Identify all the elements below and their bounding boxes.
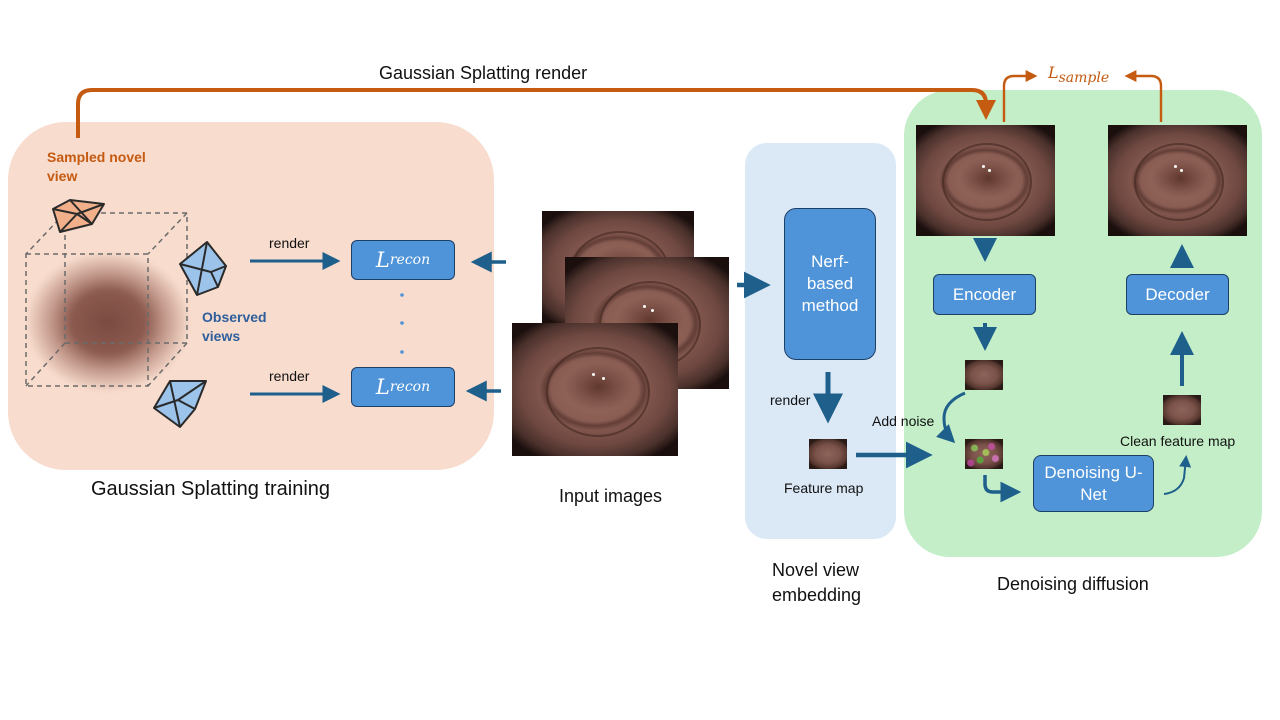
observed-camera-top-icon [179,241,227,296]
add-noise-arrow [936,391,966,444]
denoising-unet-box: Denoising U-Net [1033,455,1154,512]
noisy-latent-thumb [965,439,1003,469]
decoded-view-image [1108,125,1247,236]
clean-feature-map-label: Clean feature map [1120,433,1236,449]
clean-latent-thumb [1163,395,1201,425]
noise-to-unet-arrow [983,475,1022,503]
encoded-latent-thumb [965,360,1003,390]
nerf-render-label: render [770,392,811,408]
lsample-left-arrow [1002,70,1038,122]
decoder-box: Decoder [1126,274,1229,315]
nerf-method-box: Nerf-based method [784,208,876,360]
observed-camera-bottom-icon [153,380,207,428]
input-images-caption: Input images [559,486,663,506]
render-label-bottom: render [269,368,310,384]
lsample-right-arrow [1124,70,1163,122]
ellipsis-dots [400,293,404,354]
lsample-label: Lsample [1048,63,1110,86]
sampled-view-label: Sampled novel view [47,149,146,184]
input-image-3 [512,323,678,456]
scene-cube [25,212,188,387]
gs-training-caption: Gaussian Splatting training [91,478,331,500]
feature-map-label: Feature map [784,480,864,496]
observed-views-label: Observed views [202,309,267,344]
add-noise-label: Add noise [872,413,935,429]
sampled-camera-icon [52,199,105,233]
gaussian-scene-image [26,252,190,392]
encoder-box: Encoder [933,274,1036,315]
sampled-view-image [916,125,1055,236]
denoising-diffusion-caption: Denoising diffusion [997,574,1149,594]
gs-render-label: Gaussian Splatting render [379,63,588,83]
unet-to-clean-arrow [1163,455,1192,495]
gs-render-arrow [76,88,996,138]
feature-map-thumb [809,439,847,469]
render-label-top: render [269,235,310,251]
novel-view-caption: Novel view embedding [772,560,862,605]
